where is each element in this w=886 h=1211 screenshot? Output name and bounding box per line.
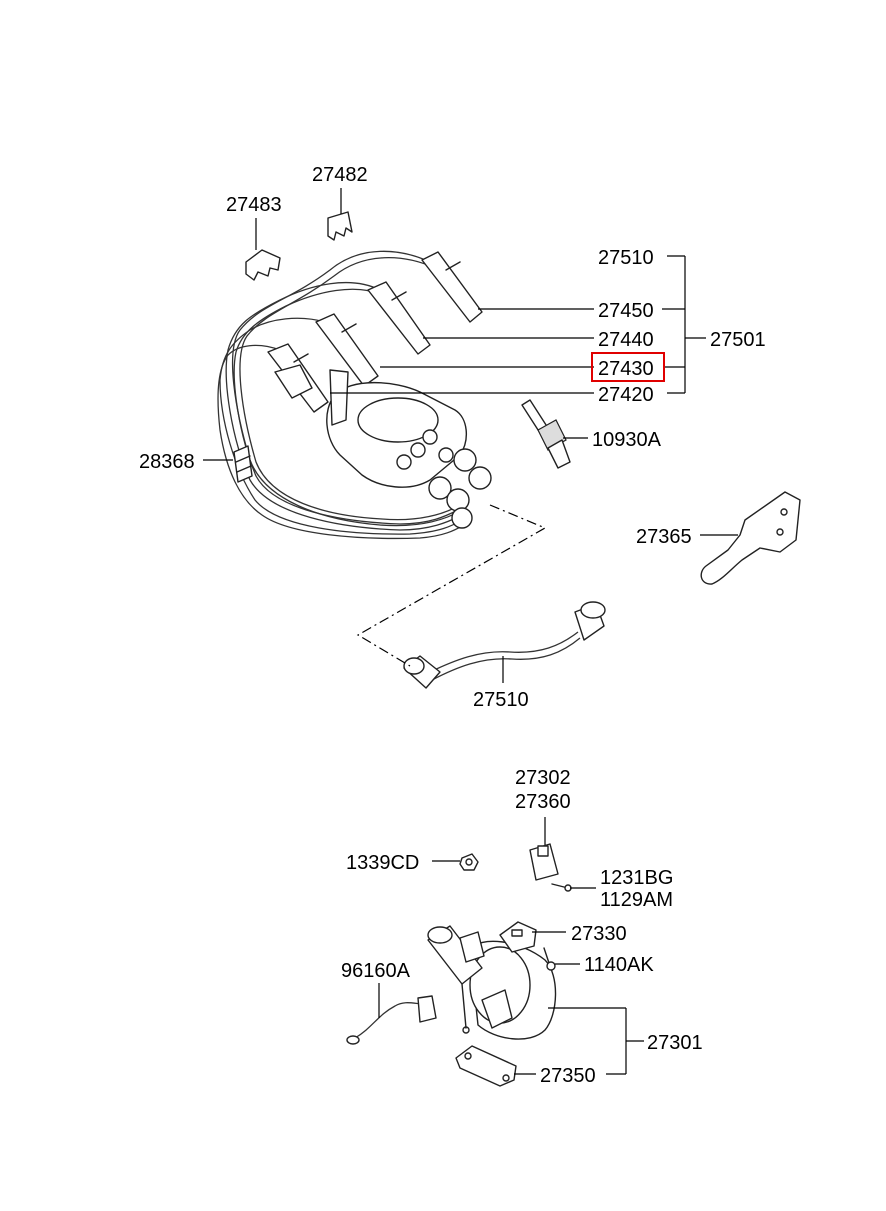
label-27483: 27483 bbox=[226, 194, 282, 216]
spark-plug-10930A bbox=[521, 399, 571, 469]
label-27360: 27360 bbox=[515, 791, 571, 813]
distributor-27301 bbox=[427, 925, 557, 1040]
label-1140AK: 1140AK bbox=[584, 954, 654, 976]
nut-1339CD bbox=[459, 853, 479, 871]
bracket-27350 bbox=[455, 1045, 517, 1087]
label-27330: 27330 bbox=[571, 923, 627, 945]
bracket-27365 bbox=[700, 491, 801, 585]
label-96160A: 96160A bbox=[341, 960, 411, 982]
label-27365: 27365 bbox=[636, 526, 692, 548]
highlight-box bbox=[591, 352, 665, 382]
label-1339CD: 1339CD bbox=[346, 852, 419, 874]
leader-lines bbox=[203, 188, 738, 1075]
clip-27330 bbox=[499, 921, 537, 953]
label-10930A: 10930A bbox=[592, 429, 662, 451]
bolt-1140AK bbox=[543, 947, 556, 971]
label-27482: 27482 bbox=[312, 164, 368, 186]
label-28368: 28368 bbox=[139, 451, 195, 473]
connector-27302 bbox=[529, 843, 559, 881]
spark-plug-cable-set bbox=[217, 250, 492, 540]
clip-27483 bbox=[245, 249, 281, 281]
label-27501: 27501 bbox=[710, 329, 766, 351]
label-1231BG: 1231BG bbox=[600, 867, 673, 889]
label-27302: 27302 bbox=[515, 767, 571, 789]
label-27350: 27350 bbox=[540, 1065, 596, 1087]
label-1129AM: 1129AM bbox=[600, 889, 673, 911]
label-27301: 27301 bbox=[647, 1032, 703, 1054]
clip-27482 bbox=[327, 211, 353, 241]
label-27440: 27440 bbox=[598, 329, 654, 351]
single-cable-27510 bbox=[403, 601, 606, 689]
screw-1231BG bbox=[551, 883, 572, 892]
label-27510-cable: 27510 bbox=[473, 689, 529, 711]
label-27430: 27430 bbox=[598, 358, 654, 380]
label-27420: 27420 bbox=[598, 384, 654, 406]
clip-28368 bbox=[233, 445, 253, 483]
label-27510-top: 27510 bbox=[598, 247, 654, 269]
sensor-96160A bbox=[346, 995, 437, 1045]
label-27450: 27450 bbox=[598, 300, 654, 322]
